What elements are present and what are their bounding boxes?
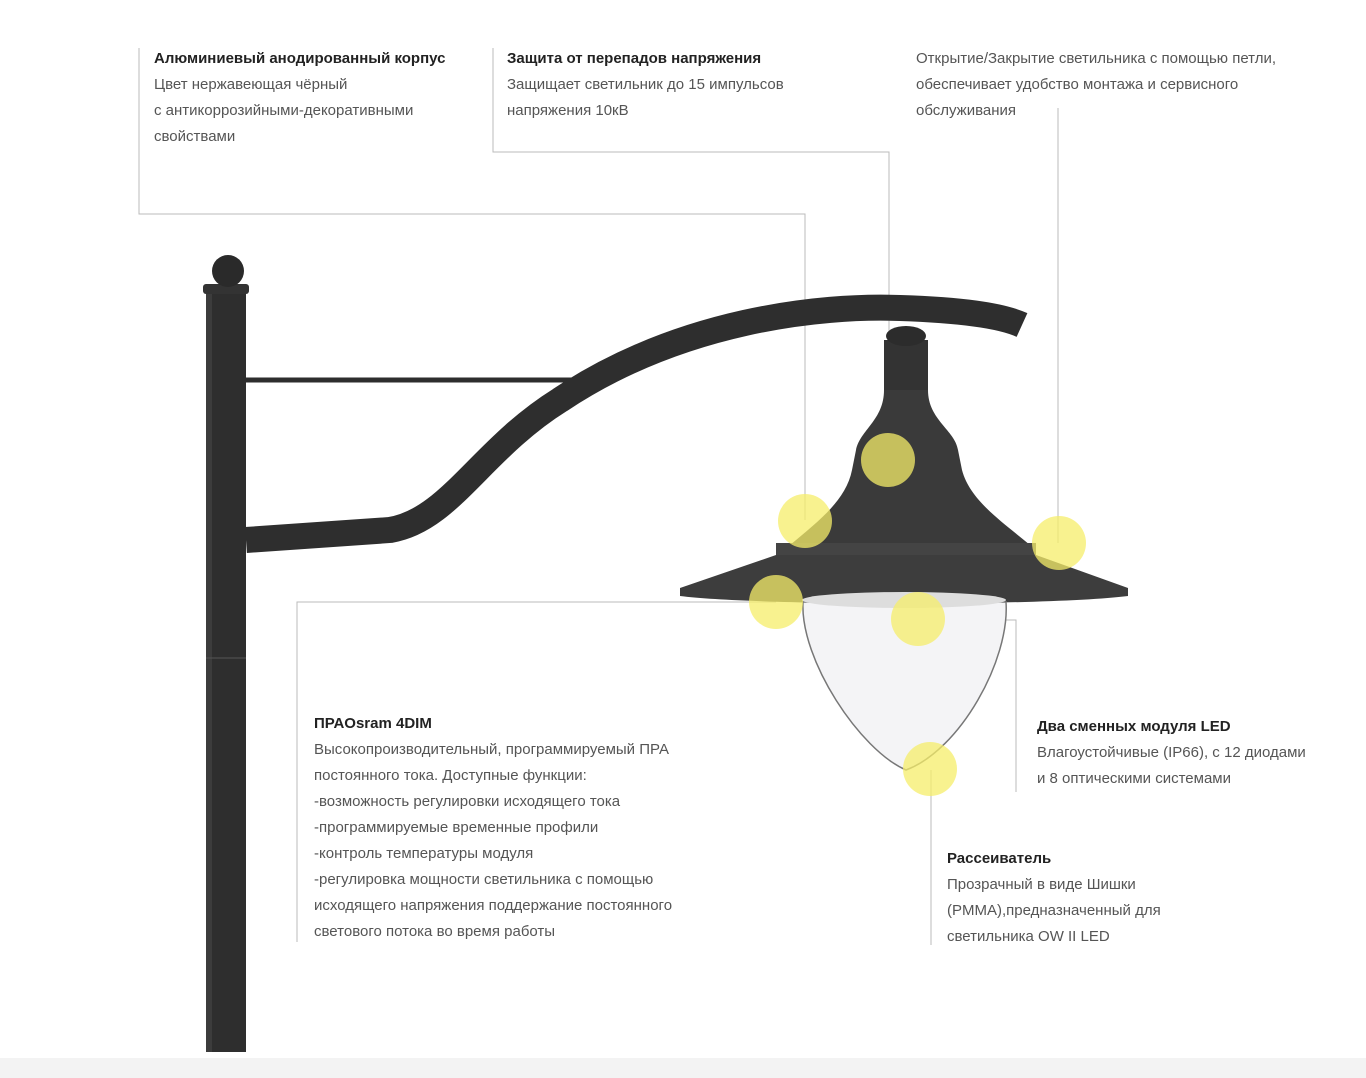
callout-line: Открытие/Закрытие светильника с помощью …: [916, 50, 1277, 67]
callout-line: напряжения 10кВ: [507, 102, 629, 119]
callout-line: светильника OW II LED: [947, 928, 1110, 945]
callout-line: обслуживания: [916, 102, 1017, 119]
callout-title: Алюминиевый анодированный корпус: [154, 50, 446, 67]
callout-line: -контроль температуры модуля: [314, 845, 534, 862]
hotspot-driver[interactable]: [749, 575, 803, 629]
lamp-pole: [203, 255, 249, 1052]
callout-driver: ПРАOsram 4DIM Высокопроизводительный, пр…: [314, 711, 672, 945]
callout-line: исходящего напряжения поддержание постоя…: [314, 897, 673, 914]
callout-body: Алюминиевый анодированный корпус Цвет не…: [154, 46, 445, 150]
callout-surge: Защита от перепадов напряжения Защищает …: [507, 46, 784, 124]
callout-line: и 8 оптическими системами: [1037, 770, 1231, 787]
callout-line: свойствами: [154, 128, 236, 145]
callout-title: Рассеиватель: [947, 850, 1052, 867]
hotspot-surge[interactable]: [861, 433, 915, 487]
callout-title: Защита от перепадов напряжения: [507, 50, 762, 67]
callout-line: Влагоустойчивые (IP66), с 12 диодами: [1037, 744, 1306, 761]
hotspot-body[interactable]: [778, 494, 832, 548]
callout-loop: Открытие/Закрытие светильника с помощью …: [916, 46, 1276, 124]
page-footer-band: [0, 1058, 1366, 1078]
hotspot-led[interactable]: [891, 592, 945, 646]
callout-line: с антикоррозийными-декоративными: [154, 102, 414, 119]
callout-line: Защищает светильник до 15 импульсов: [507, 76, 784, 93]
callout-line: постоянного тока. Доступные функции:: [314, 767, 587, 784]
callout-title: Два сменных модуля LED: [1037, 718, 1231, 735]
lamp-head: [680, 326, 1128, 771]
callout-line: Цвет нержавеющая чёрный: [154, 76, 348, 93]
callout-line: Высокопроизводительный, программируемый …: [314, 741, 670, 758]
callout-line: -регулировка мощности светильника с помо…: [314, 871, 654, 888]
callout-diffuser: Рассеиватель Прозрачный в виде Шишки (PM…: [947, 846, 1161, 950]
hotspot-loop[interactable]: [1032, 516, 1086, 570]
callout-line: обеспечивает удобство монтажа и сервисно…: [916, 76, 1239, 93]
callout-title: ПРАOsram 4DIM: [314, 715, 432, 732]
hotspots: [749, 433, 1086, 796]
callout-line: -возможность регулировки исходящего тока: [314, 793, 621, 810]
callout-line: Прозрачный в виде Шишки: [947, 876, 1136, 893]
lamp-arm: [243, 294, 1028, 553]
leader-lines: [138, 48, 1059, 945]
callout-line: -программируемые временные профили: [314, 819, 599, 836]
callout-line: светового потока во время работы: [314, 923, 556, 940]
callout-led: Два сменных модуля LED Влагоустойчивые (…: [1037, 714, 1306, 792]
hotspot-diffuser[interactable]: [903, 742, 957, 796]
callout-line: (PMMA),предназначенный для: [947, 902, 1161, 919]
